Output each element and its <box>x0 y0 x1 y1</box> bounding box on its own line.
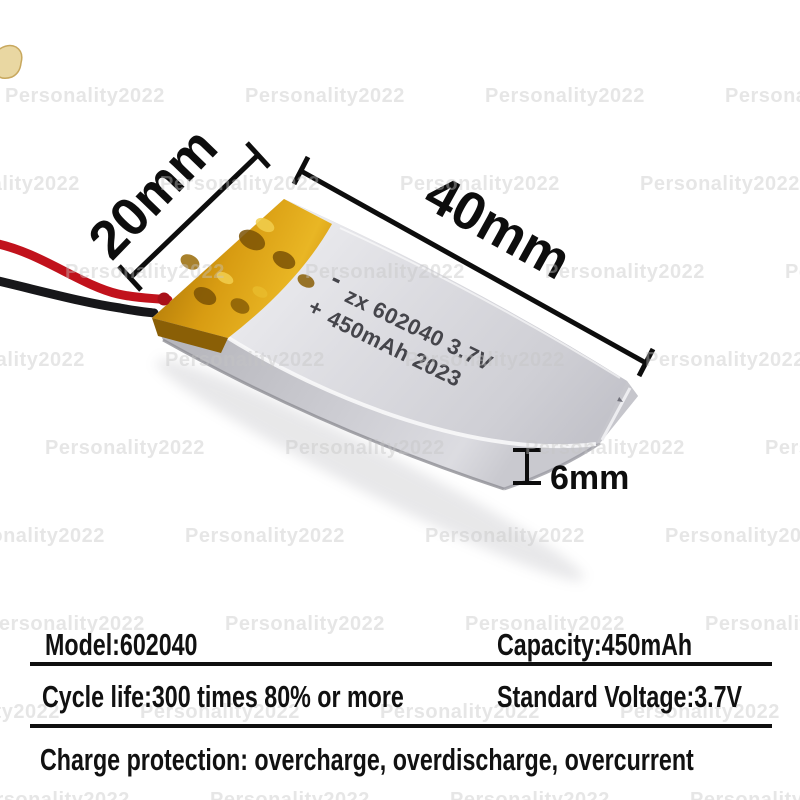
battery-end-highlight <box>600 387 632 441</box>
spec-divider-1 <box>30 662 772 666</box>
dimension-tick <box>245 141 271 169</box>
dimension-tick <box>636 347 656 378</box>
battery-front-ridge-highlight <box>220 332 597 449</box>
red-wire-tip <box>157 292 171 306</box>
label-6mm: 6mm <box>550 459 629 497</box>
dimension-20mm <box>117 141 271 292</box>
dimension-40mm <box>291 155 656 378</box>
spec-divider-2 <box>30 724 772 728</box>
product-photo: - + zx 602040 3.7V 450mAh 2023 20mm 40mm… <box>0 44 656 581</box>
spec-capacity: Capacity:450mAh <box>497 627 693 662</box>
connector-fragment <box>0 44 23 80</box>
dimension-tick <box>117 264 143 292</box>
black-wire <box>0 276 159 318</box>
spec-charge-protection: Charge protection: overcharge, overdisch… <box>40 742 694 777</box>
battery-top-edge-highlight <box>339 227 621 379</box>
gold-tape <box>152 199 332 353</box>
tape-texture <box>180 217 315 314</box>
dimension-tick <box>291 155 311 186</box>
red-wire <box>0 239 173 305</box>
battery-bottom-edge <box>162 338 505 491</box>
battery-shadow <box>155 359 585 581</box>
dimension-line-40mm <box>299 168 648 366</box>
spec-cycle-life: Cycle life:300 times 80% or more <box>42 679 404 714</box>
spec-model: Model:602040 <box>45 627 198 662</box>
dimension-6mm <box>513 448 541 485</box>
dimension-line-20mm <box>128 153 260 280</box>
spec-standard-voltage: Standard Voltage:3.7V <box>497 679 743 714</box>
